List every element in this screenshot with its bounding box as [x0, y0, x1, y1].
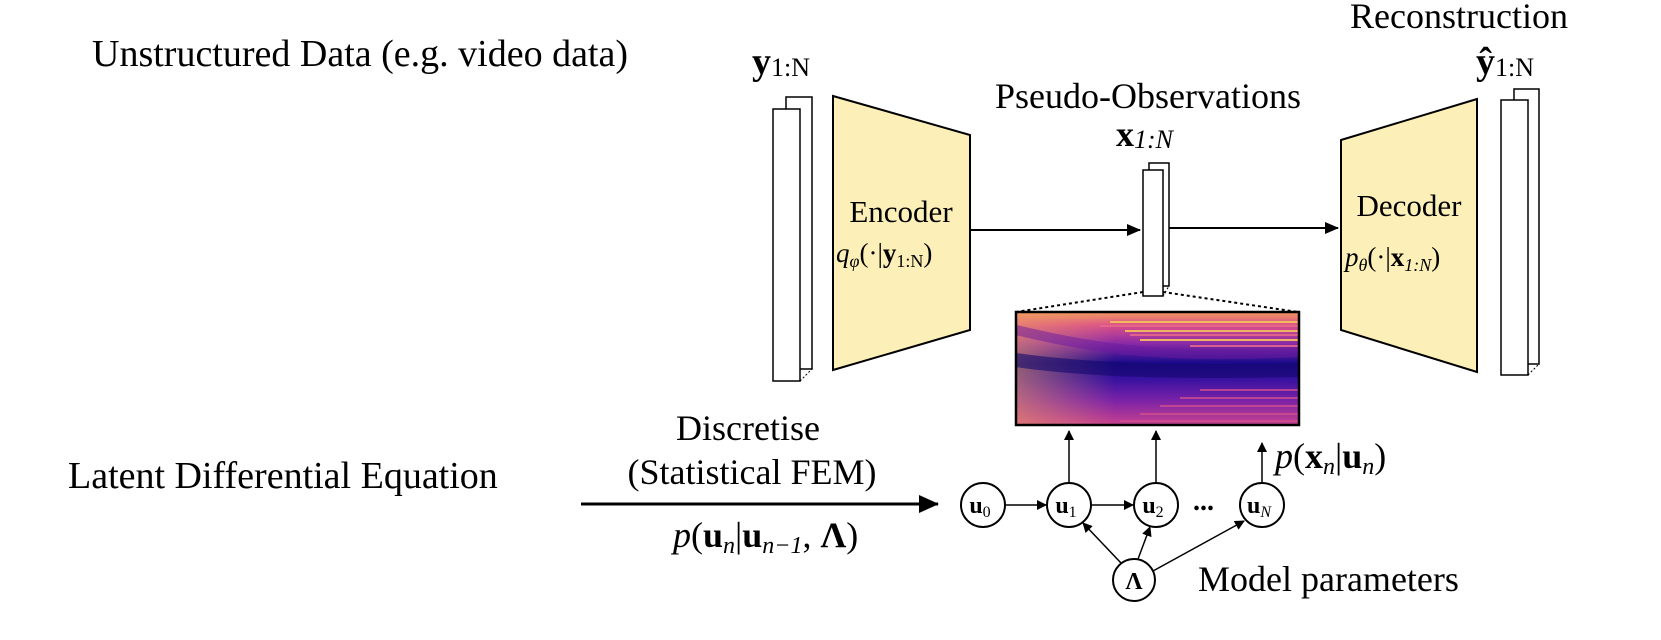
svg-text:u1: u1	[1055, 493, 1076, 521]
input-data-stack	[772, 96, 813, 382]
state-node-u0: u0	[960, 482, 1006, 528]
decoder-distribution: pθ(·|x1:N)	[1343, 242, 1440, 275]
state-node-u2: u2	[1133, 482, 1179, 528]
lambda-node: Λ	[1112, 558, 1156, 602]
decoder-block	[1340, 97, 1478, 374]
model-parameters-label: Model parameters	[1198, 559, 1459, 599]
encoder-label: Encoder	[849, 194, 953, 229]
y-reconstruction-label: ŷ1:N	[1476, 41, 1534, 83]
state-node-u1: u1	[1046, 482, 1092, 528]
edge-lambda-u2	[1137, 526, 1152, 560]
discretise-label: Discretise	[676, 408, 820, 448]
latent-heatmap	[1014, 310, 1301, 427]
zoom-line-right	[1162, 291, 1299, 313]
svg-text:uN: uN	[1247, 493, 1272, 521]
observation-density: p(xn|un)	[1272, 436, 1386, 480]
unstructured-data-label: Unstructured Data (e.g. video data)	[92, 33, 628, 75]
reconstruction-label: Reconstruction	[1350, 0, 1568, 36]
svg-text:u2: u2	[1142, 493, 1163, 521]
encoder-block	[832, 94, 971, 372]
reconstruction-stack	[1500, 88, 1540, 376]
pseudo-observations-label: Pseudo-Observations	[995, 76, 1301, 116]
ellipsis-label: ...	[1193, 486, 1214, 517]
state-node-un: uN	[1239, 482, 1285, 528]
statistical-fem-label: (Statistical FEM)	[628, 452, 877, 492]
edge-lambda-uN	[1152, 520, 1245, 572]
edge-lambda-u1	[1082, 522, 1122, 564]
y-input-label: y1:N	[752, 41, 810, 83]
svg-text:u0: u0	[969, 493, 990, 521]
svg-text:Λ: Λ	[1125, 569, 1143, 595]
latent-de-label: Latent Differential Equation	[68, 455, 498, 497]
encoder-distribution: qφ(·|y1:N)	[836, 238, 932, 271]
x-latent-label: x1:N	[1116, 114, 1175, 154]
pseudo-observation-stack	[1142, 162, 1170, 297]
transition-density: p(un|un−1, Λ)	[670, 515, 858, 559]
decoder-label: Decoder	[1357, 188, 1463, 223]
zoom-line-left	[1015, 291, 1144, 313]
